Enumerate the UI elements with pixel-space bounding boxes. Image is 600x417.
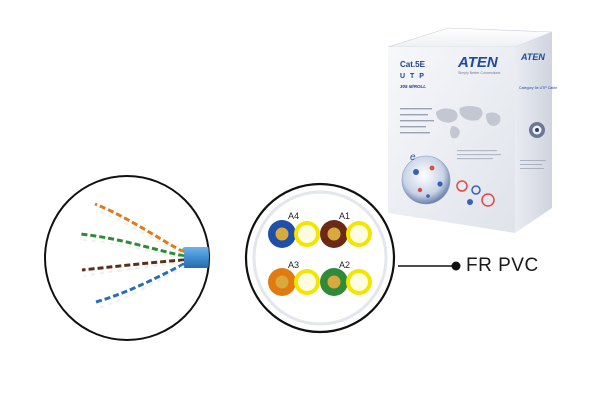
- pair-a3-label: A3: [288, 260, 299, 270]
- box-cable-type-line1: Cat.5E: [400, 60, 426, 69]
- pair-a3: A3: [268, 260, 320, 296]
- box-side-brand: ATEN: [520, 52, 545, 62]
- pair-a2-label: A2: [339, 260, 350, 270]
- cross-section-circle: [244, 182, 396, 334]
- box-side-lines: [520, 160, 546, 169]
- box-side-label: Category 5e UTP Cable: [519, 86, 557, 90]
- twisted-pair-orange: [94, 202, 185, 255]
- box-description-lines: [457, 150, 501, 160]
- callout-pointer: [398, 261, 461, 271]
- cable-cross-section: A4 A1 A3 A2: [244, 182, 396, 334]
- world-map-graphic: [436, 106, 501, 139]
- globe-dots: [413, 165, 443, 198]
- box-feature-list: [400, 108, 434, 134]
- cable-box: Cat.5E U T P 305 M/ROLL ATEN Simply Bett…: [387, 27, 557, 233]
- globe-graphic: [401, 155, 451, 205]
- twisted-pair-blue: [95, 262, 185, 309]
- cable-wires-view: [44, 175, 210, 341]
- pair-a1-label: A1: [339, 211, 350, 221]
- pair-a1: A1: [320, 211, 372, 248]
- jacket-material-label: FR PVC: [466, 255, 539, 276]
- pair-a4-label: A4: [288, 211, 299, 221]
- box-tagline: Simply Better Connections: [458, 71, 501, 75]
- box-cable-type-line2: U T P: [400, 73, 425, 80]
- pair-a4: A4: [268, 211, 320, 248]
- box-accent-circles: [456, 180, 495, 207]
- callout-dot: [451, 261, 461, 271]
- twisted-pair-green: [79, 232, 185, 259]
- pair-a2: A2: [320, 260, 372, 296]
- cable-jacket: [182, 247, 209, 268]
- box-brand-logo: ATEN: [457, 54, 499, 71]
- twisted-pair-brown: [81, 258, 185, 277]
- globe-letter: e: [410, 152, 416, 163]
- box-cable-type-line3: 305 M/ROLL: [400, 84, 426, 89]
